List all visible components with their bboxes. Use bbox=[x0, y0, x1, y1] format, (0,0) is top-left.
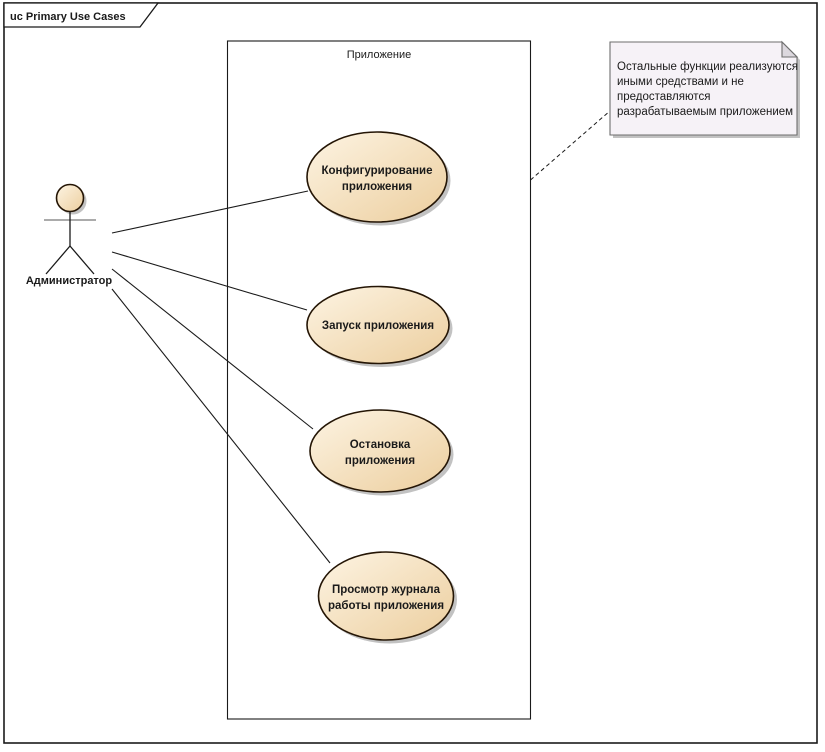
usecase-label-line: Просмотр журнала bbox=[332, 584, 441, 596]
actor-label: Администратор bbox=[26, 275, 113, 287]
note-text-line: разрабатываемым приложением bbox=[617, 106, 793, 118]
usecase-ellipse bbox=[306, 285, 450, 365]
note-text-line: иными средствами и не bbox=[617, 76, 744, 88]
actor-head bbox=[55, 183, 85, 213]
usecase-label-line: Остановка bbox=[350, 439, 411, 451]
usecase-stop-app[interactable]: Остановка приложения bbox=[309, 409, 454, 496]
usecase-label-line: приложения bbox=[345, 455, 415, 467]
usecase-configure-app[interactable]: Конфигурирование приложения bbox=[306, 131, 451, 226]
usecase-ellipse bbox=[306, 131, 448, 223]
note-fold-corner-icon bbox=[781, 40, 799, 58]
note-text-line: Остальные функции реализуются bbox=[617, 61, 798, 73]
note-link-line bbox=[530, 109, 612, 181]
diagram-frame bbox=[3, 2, 818, 744]
usecase-label-line: Конфигурирование bbox=[321, 165, 432, 177]
frame-title: uc Primary Use Cases bbox=[10, 11, 126, 23]
usecase-label-line: работы приложения bbox=[328, 600, 444, 612]
frame-title-tab bbox=[3, 2, 160, 28]
association-admin-viewlog bbox=[111, 288, 331, 564]
note-text-line: предоставляются bbox=[617, 91, 710, 103]
usecase-label-line: Запуск приложения bbox=[322, 320, 434, 332]
usecase-ellipse bbox=[317, 551, 455, 641]
actor-legs bbox=[45, 245, 95, 275]
usecase-ellipse bbox=[309, 409, 451, 493]
note[interactable]: Остальные функции реализуются иными сред… bbox=[609, 40, 800, 138]
system-boundary-label: Приложение bbox=[347, 49, 412, 61]
association-admin-configure bbox=[111, 190, 309, 234]
usecase-start-app[interactable]: Запуск приложения bbox=[306, 285, 453, 368]
association-admin-stop bbox=[111, 268, 314, 430]
usecase-view-log[interactable]: Просмотр журнала работы приложения bbox=[317, 551, 458, 644]
actor-administrator[interactable]: Администратор bbox=[26, 183, 113, 288]
note-body bbox=[609, 41, 798, 136]
association-admin-start bbox=[111, 251, 308, 311]
usecase-label-line: приложения bbox=[342, 181, 412, 193]
